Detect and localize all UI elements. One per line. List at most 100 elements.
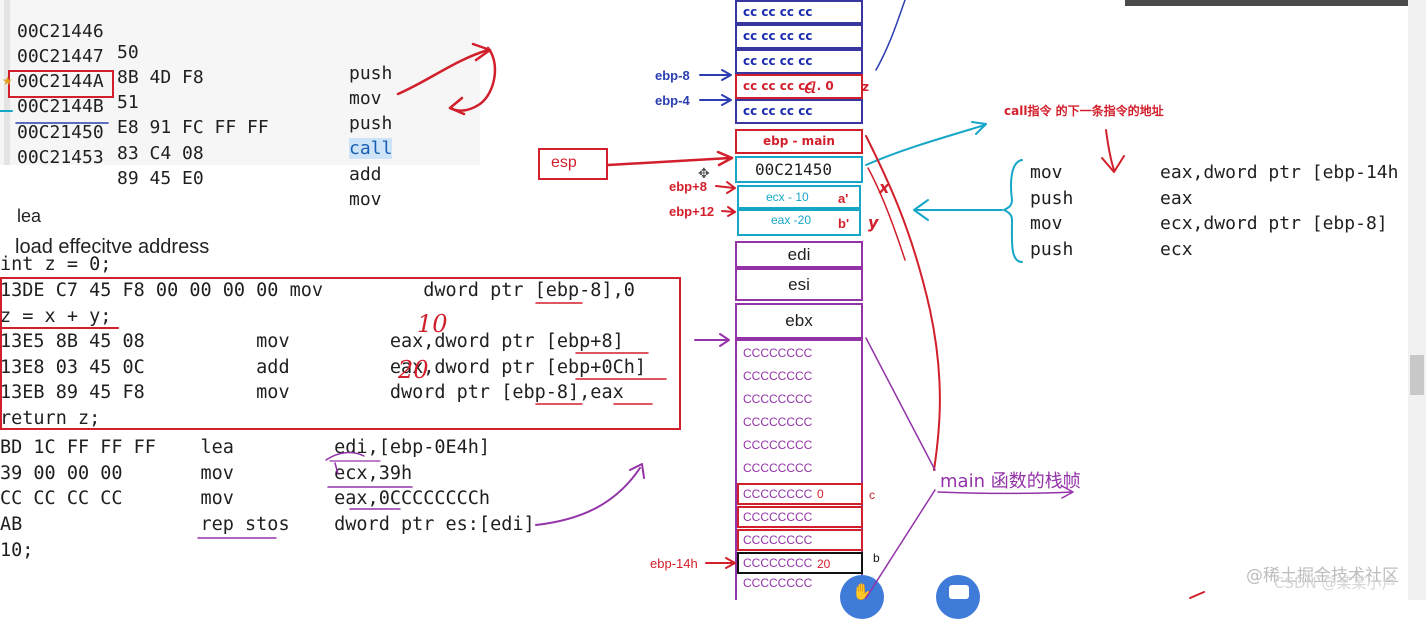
disasm-row: 00C21450 83 C4 08 add — [17, 101, 382, 185]
stack-slot: cc cc cc cc — [735, 24, 863, 49]
csdn-watermark: CSDN @某某小卢 — [1274, 574, 1397, 592]
disasm-address: 00C21453 — [17, 147, 104, 168]
right-code-line: mov eax,dword ptr [ebp-14h — [1030, 162, 1399, 183]
return-loop-head — [448, 96, 466, 116]
right-code-line: push eax — [1030, 188, 1193, 209]
disasm-bytes: 50 — [117, 42, 139, 63]
scrollbar-thumb[interactable] — [1410, 355, 1424, 395]
lea-full-note: load effecitve address — [15, 236, 210, 258]
ebp-minus-8-arrow — [699, 69, 732, 81]
ebp-plus-8-arrow — [715, 181, 736, 194]
stack-slot — [737, 529, 863, 551]
lea-note: lea — [17, 206, 42, 226]
stack-slot-value: cc cc cc cc — [743, 54, 813, 68]
stack-slot: cc cc cc cc — [735, 0, 863, 24]
disasm-address: 00C2144A — [17, 71, 104, 92]
disasm-mnemonic-highlighted: call — [349, 138, 393, 159]
handwritten-ten: 10 — [417, 310, 448, 338]
annotation-layer: ✥ — [0, 0, 1205, 599]
stack-slot-value: cc cc cc cc — [743, 104, 813, 118]
code-line: 13E8 03 45 0C add eax,dword ptr [ebp+0Ch… — [0, 357, 647, 378]
stack-slot-value: cc cc cc cc — [743, 29, 813, 43]
disasm-mnemonic: mov — [349, 189, 382, 210]
disasm-address: 00C21446 — [17, 21, 104, 42]
chat-icon — [949, 585, 969, 599]
disasm-address: 00C2144B — [17, 96, 104, 117]
stack-slot — [737, 506, 863, 528]
disassembly-panel — [0, 0, 480, 165]
stack-slot-param-a — [737, 185, 861, 209]
slot-b-twenty: 20 — [817, 557, 831, 571]
code-line: 13E5 8B 45 08 mov eax,dword ptr [ebp+8] — [0, 331, 624, 352]
code-line: CC CC CC CC mov eax,0CCCCCCCCh — [0, 488, 491, 509]
stack-slot-value: ebx — [785, 311, 813, 330]
stack-slot-value: CCCCCCCC — [743, 461, 813, 475]
code-line: 13EB 89 45 F8 mov dword ptr [ebp-8],eax — [0, 382, 624, 403]
stack-slot: cc cc cc cc — [735, 49, 863, 74]
z-marker: z — [862, 80, 869, 94]
purple-curve-head — [629, 463, 645, 479]
slot-b-value: CCCCCCCC — [743, 556, 813, 570]
handwritten-a: a — [804, 74, 818, 99]
cccc-slot: CCCCCCCC — [737, 415, 863, 429]
right-code-brace — [1003, 159, 1023, 263]
stack-slot-value: CCCCCCCC — [743, 576, 813, 590]
add-function-body-box — [0, 277, 681, 430]
main-frame-underline — [937, 491, 1073, 495]
param-a-value: ecx - 10 — [766, 190, 809, 204]
code-line: 10; — [0, 540, 34, 561]
disasm-bytes: E8 91 FC FF FF — [117, 117, 269, 138]
stack-slot-value: ebp - main — [763, 134, 835, 148]
call-arrow — [396, 48, 490, 96]
disasm-address: 00C21450 — [17, 122, 104, 143]
scrollbar-track[interactable] — [1408, 0, 1426, 600]
ebp-minus-14h-label: ebp-14h — [650, 556, 698, 571]
slot-c-zero: 0 — [817, 487, 824, 501]
stack-slot-value: CCCCCCCC — [743, 438, 813, 452]
esp-label-box — [538, 148, 608, 180]
stack-slot-b — [737, 552, 863, 574]
slot-c-value: CCCCCCCC — [743, 487, 813, 501]
top-right-blue-stroke — [875, 0, 906, 71]
handwritten-twenty: 20 — [398, 356, 429, 384]
esp-arrow — [606, 156, 732, 167]
stack-slot-value: esi — [788, 275, 810, 294]
call-address-highlight — [8, 70, 114, 98]
cccc-slot: CCCCCCCC — [737, 369, 863, 383]
stack-slot-value: cc cc cc cc — [743, 5, 813, 19]
main-frame-label: main 函数的栈帧 — [940, 471, 1081, 492]
code-line: 13DE C7 45 F8 00 00 00 00 mov dword ptr … — [0, 280, 635, 301]
cccc-slot: CCCCCCCC — [737, 438, 863, 452]
disasm-address: 00C21447 — [17, 46, 104, 67]
slot-c-label: c — [869, 488, 875, 502]
disasm-bytes: 83 C4 08 — [117, 143, 204, 164]
esp-arrow-head — [716, 150, 734, 167]
cccc-slot: CCCCCCCC — [737, 392, 863, 406]
return-address-value: 00C21450 — [755, 160, 833, 179]
ebp-plus-12-label: ebp+12 — [669, 204, 715, 219]
stack-slot-value: CCCCCCCC — [743, 533, 813, 547]
stack-slot-value: CCCCCCCC — [743, 392, 813, 406]
video-thumbnail — [1125, 0, 1408, 6]
param-a-label: a' — [838, 191, 849, 206]
cursor-icon: ✥ — [698, 166, 710, 182]
disasm-row: 00C21447 8B 4D F8 mov — [17, 25, 382, 109]
stack-slot-return-address — [735, 156, 863, 183]
param-b-label: b' — [838, 216, 850, 231]
brace-arrow — [913, 199, 1003, 221]
code-line: z = x + y; — [0, 306, 112, 327]
stack-slot-value: cc cc cc cc . 0 — [743, 79, 834, 93]
disasm-row: 00C21453 89 45 E0 mov — [17, 126, 382, 210]
ebp-plus-12-arrow — [721, 206, 736, 217]
code-line: AB rep stos dword ptr es:[edi] — [0, 514, 535, 535]
stack-slot-value: CCCCCCCC — [743, 510, 813, 524]
disasm-bytes: 51 — [117, 92, 139, 113]
stack-slot-param-b — [737, 209, 861, 236]
bottom-right-red-mark — [1189, 591, 1205, 599]
code-line: 39 00 00 00 mov ecx,39h — [0, 463, 413, 484]
panel-gutter — [4, 0, 10, 165]
ebp-minus-8-label: ebp-8 — [655, 68, 690, 83]
breakpoint-marker: ★ — [2, 74, 13, 88]
ebp-minus-4-arrow — [699, 94, 732, 106]
disasm-mnemonic: push — [349, 63, 393, 84]
